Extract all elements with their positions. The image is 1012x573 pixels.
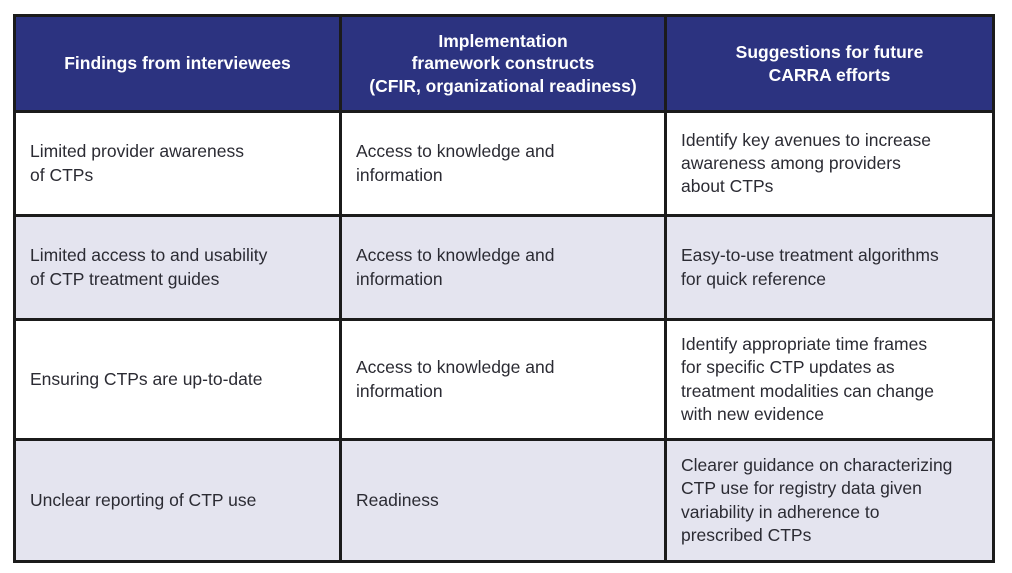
cell-construct-line-1: Access to knowledge and [356,141,555,162]
cell-construct: Readiness [339,438,667,563]
cell-construct-line-2: information [356,268,443,289]
cell-suggestion-line-2: for quick reference [681,268,826,289]
table-row: Limited provider awareness of CTPs Acces… [13,110,995,217]
cell-finding: Limited access to and usability of CTP t… [13,214,342,321]
cell-suggestion: Easy-to-use treatment algorithms for qui… [664,214,995,321]
column-header-findings: Findings from interviewees [13,14,342,113]
cell-finding: Unclear reporting of CTP use [13,438,342,563]
cell-construct-line-1: Access to knowledge and [356,357,555,378]
findings-table: Findings from interviewees Implementatio… [13,14,995,563]
header-row: Findings from interviewees Implementatio… [13,14,995,113]
cell-suggestion-line-4: with new evidence [681,403,824,424]
cell-suggestion-line-3: about CTPs [681,176,774,197]
column-header-suggestions-line-2: CARRA efforts [768,64,891,85]
table-row: Unclear reporting of CTP use Readiness C… [13,438,995,563]
cell-suggestion: Identify key avenues to increase awarene… [664,110,995,217]
cell-suggestion-line-2: awareness among providers [681,152,901,173]
cell-suggestion-line-1: Identify appropriate time frames [681,334,928,355]
cell-suggestion: Clearer guidance on characterizing CTP u… [664,438,995,563]
cell-suggestion-line-2: CTP use for registry data given [681,478,922,499]
cell-construct-line-2: information [356,380,443,401]
cell-suggestion-line-4: prescribed CTPs [681,524,812,545]
column-header-suggestions: Suggestions for future CARRA efforts [664,14,995,113]
cell-construct-line-1: Readiness [356,489,439,510]
cell-finding-line-1: Limited provider awareness [30,141,244,162]
cell-construct-line-1: Access to knowledge and [356,245,555,266]
cell-finding-line-1: Unclear reporting of CTP use [30,489,257,510]
table-body: Limited provider awareness of CTPs Acces… [13,110,995,563]
cell-suggestion-line-1: Clearer guidance on characterizing [681,455,953,476]
column-header-findings-line-1: Findings from interviewees [64,53,291,74]
cell-suggestion-line-1: Identify key avenues to increase [681,129,932,150]
cell-construct-line-2: information [356,164,443,185]
cell-suggestion-line-2: for specific CTP updates as [681,357,895,378]
cell-finding: Limited provider awareness of CTPs [13,110,342,217]
cell-suggestion-line-1: Easy-to-use treatment algorithms [681,245,939,266]
cell-finding: Ensuring CTPs are up-to-date [13,318,342,441]
cell-suggestion: Identify appropriate time frames for spe… [664,318,995,441]
cell-finding-line-2: of CTPs [30,164,94,185]
cell-finding-line-1: Ensuring CTPs are up-to-date [30,368,263,389]
table-row: Limited access to and usability of CTP t… [13,214,995,321]
cell-construct: Access to knowledge and information [339,214,667,321]
cell-suggestion-line-3: treatment modalities can change [681,380,934,401]
column-header-constructs-line-3: (CFIR, organizational readiness) [369,75,637,96]
column-header-constructs-line-2: framework constructs [411,53,595,74]
cell-suggestion-line-3: variability in adherence to [681,501,880,522]
cell-finding-line-2: of CTP treatment guides [30,268,220,289]
cell-construct: Access to knowledge and information [339,110,667,217]
column-header-constructs-line-1: Implementation [438,30,568,51]
table-row: Ensuring CTPs are up-to-date Access to k… [13,318,995,441]
cell-construct: Access to knowledge and information [339,318,667,441]
findings-table-container: Findings from interviewees Implementatio… [13,14,995,563]
column-header-constructs: Implementation framework constructs (CFI… [339,14,667,113]
table-header: Findings from interviewees Implementatio… [13,14,995,113]
column-header-suggestions-line-1: Suggestions for future [735,42,924,63]
cell-finding-line-1: Limited access to and usability [30,245,268,266]
